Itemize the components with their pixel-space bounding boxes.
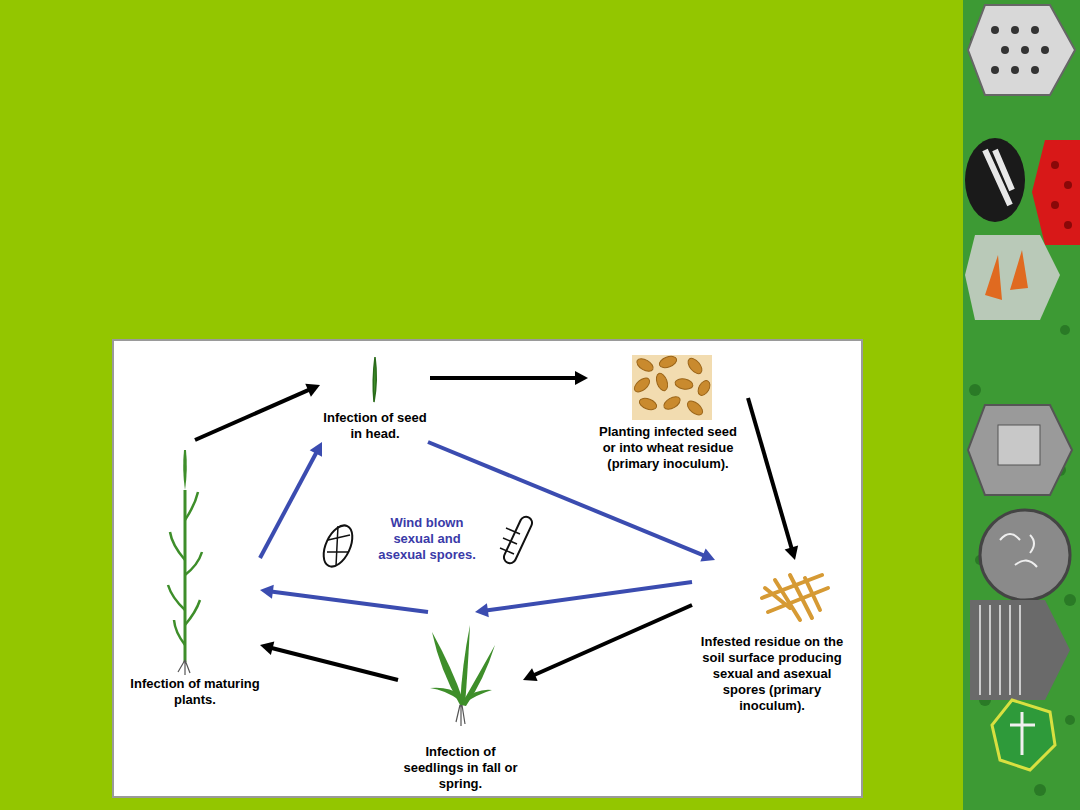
stage-node: Planting infected seed or into wheat res… xyxy=(588,352,748,472)
arrow-head xyxy=(305,384,320,397)
stage-caption: Infested residue on the soil surface pro… xyxy=(692,634,852,714)
arrow-head xyxy=(785,546,798,560)
arrow-head xyxy=(575,371,588,385)
picture-space xyxy=(588,352,748,424)
residue-picture xyxy=(762,575,828,620)
arrow-shaft xyxy=(748,398,792,549)
arrow-shaft xyxy=(533,605,692,676)
picture-space xyxy=(398,612,523,744)
arrow-shaft xyxy=(195,389,310,440)
cycle-arrow xyxy=(195,384,320,440)
cycle-arrow xyxy=(523,605,692,681)
stage-caption: Planting infected seed or into wheat res… xyxy=(593,424,743,472)
stage-node: Infection of seedlings in fall or spring… xyxy=(398,612,523,792)
maturing-plant-picture xyxy=(168,450,202,675)
arrow-head xyxy=(310,442,322,457)
stage-node: Infection of maturing plants. xyxy=(130,440,260,708)
cycle-arrow xyxy=(260,585,428,612)
arrow-shaft xyxy=(486,582,692,610)
diagram-panel xyxy=(113,340,862,797)
spore-pictures xyxy=(318,515,534,571)
cycle-arrow xyxy=(475,582,692,617)
picture-space xyxy=(320,352,430,410)
seed-head-picture xyxy=(373,357,376,402)
arrow-head xyxy=(523,668,538,681)
arrow-head xyxy=(700,549,715,562)
seeds-picture xyxy=(632,354,712,420)
decor-strip xyxy=(963,0,1080,810)
spore-note: Wind blown sexual and asexual spores. xyxy=(372,515,482,563)
stage-caption: Infection of maturing plants. xyxy=(130,676,260,708)
cycle-arrow xyxy=(430,371,588,385)
stage-caption: Infection of seedlings in fall or spring… xyxy=(398,744,523,792)
arrow-shaft xyxy=(271,648,398,680)
seedling-picture xyxy=(430,625,495,726)
arrow-shaft xyxy=(271,591,428,612)
cycle-arrow xyxy=(260,641,398,680)
stage-node: Infection of seed in head. xyxy=(320,352,430,442)
cycle-arrow xyxy=(748,398,798,560)
arrow-shaft xyxy=(430,376,577,380)
arrow-head xyxy=(475,603,489,617)
arrow-head xyxy=(260,641,274,655)
cycle-arrow xyxy=(260,442,322,558)
picture-space xyxy=(130,440,260,676)
arrow-shaft xyxy=(260,452,317,558)
stage-node: Infested residue on the soil surface pro… xyxy=(692,560,852,714)
picture-space xyxy=(692,560,852,634)
stage-caption: Infection of seed in head. xyxy=(320,410,430,442)
arrow-head xyxy=(260,585,274,599)
